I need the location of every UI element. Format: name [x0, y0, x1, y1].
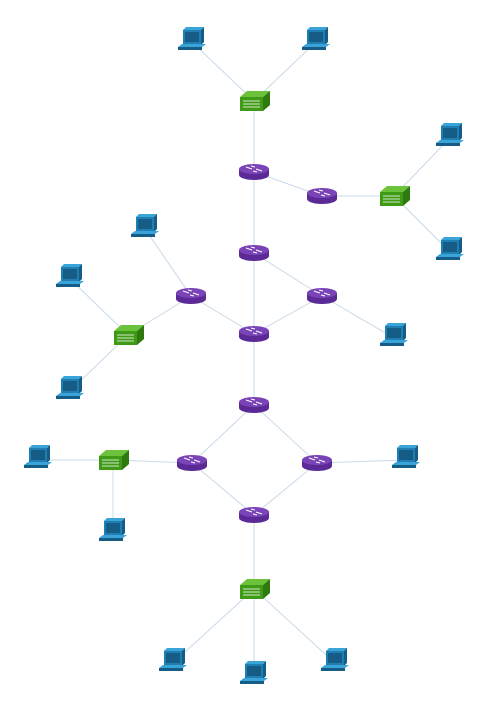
computer-icon-pc14	[321, 648, 349, 671]
nodes-layer	[24, 27, 464, 684]
router-icon-r9	[302, 455, 332, 471]
switch-icon-sw3	[114, 325, 144, 345]
link-pc6-sw3	[69, 278, 129, 336]
router-icon-r3	[239, 245, 269, 261]
switch-icon-sw5	[240, 579, 270, 599]
link-pc5-r4	[144, 228, 192, 297]
link-r7-r9	[253, 404, 318, 464]
switch-icon-sw4	[99, 450, 129, 470]
link-r8-r10	[191, 462, 255, 516]
router-icon-r5	[307, 288, 337, 304]
computer-icon-pc12	[159, 648, 187, 671]
computer-icon-pc5	[131, 214, 159, 237]
router-icon-r8	[177, 455, 207, 471]
router-icon-r1	[239, 164, 269, 180]
computer-icon-pc9	[24, 445, 52, 468]
switch-icon-sw2	[380, 186, 410, 206]
computer-icon-pc10	[99, 518, 127, 541]
link-r5-pc8	[321, 295, 395, 339]
link-r5-r6	[253, 295, 323, 335]
computer-icon-pc11	[392, 445, 420, 468]
router-icon-r7	[239, 397, 269, 413]
link-r7-r8	[191, 404, 255, 464]
router-icon-r4	[176, 288, 206, 304]
link-r9-r10	[253, 462, 318, 516]
computer-icon-pc1	[178, 27, 206, 50]
computer-icon-pc2	[302, 27, 330, 50]
link-sw5-pc12	[172, 588, 255, 664]
router-icon-r10	[239, 507, 269, 523]
router-icon-r2	[307, 188, 337, 204]
computer-icon-pc4	[436, 237, 464, 260]
links-layer	[38, 41, 451, 676]
link-sw5-pc14	[253, 588, 336, 664]
router-icon-r6	[239, 326, 269, 342]
switch-icon-sw1	[240, 91, 270, 111]
link-r3-r5	[253, 252, 323, 297]
computer-icon-pc8	[380, 323, 408, 346]
link-pc1-sw1	[191, 41, 255, 102]
computer-icon-pc13	[240, 661, 268, 684]
computer-icon-pc6	[56, 264, 84, 287]
computer-icon-pc7	[56, 376, 84, 399]
computer-icon-pc3	[436, 123, 464, 146]
